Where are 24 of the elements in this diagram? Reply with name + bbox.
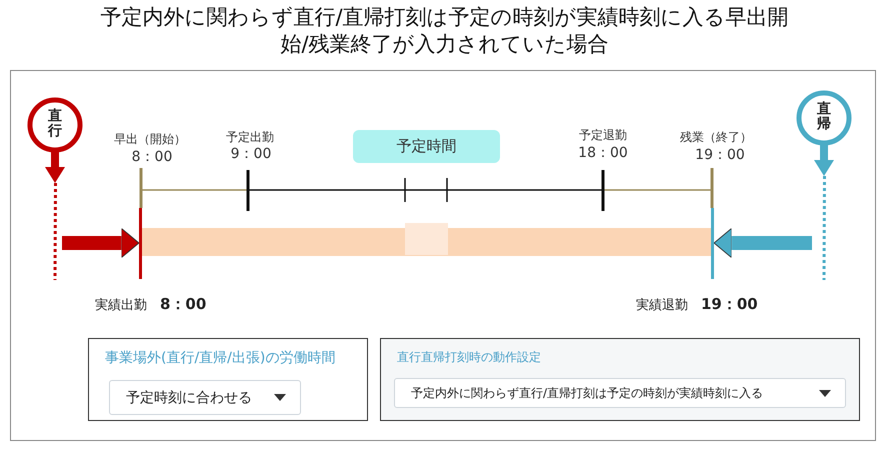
settings-panel [380,338,860,421]
time-label: 予定退勤 [579,129,627,142]
time-label: 18：00 [578,146,628,162]
settings-panel [88,338,368,421]
time-label: 19：00 [695,148,745,164]
block-arrow [714,228,812,258]
panel-heading: 事業場外(直行/直帰/出張)の労働時間 [105,349,336,367]
diagram-title: 予定内外に関わらず直行/直帰打刻は予定の時刻が実績時刻に入る早出開始/残業終了が入力されていた場合 [100,4,789,58]
select-field: 予定内外に関わらず直行/直帰打刻は予定の時刻が実績時刻に入る [394,378,846,408]
schedule-tag: 予定時間 [353,130,500,163]
dotted-line [54,182,57,280]
time-marker-line [711,208,714,279]
time-label: 残業（終了） [680,131,752,144]
panel-heading: 直行直帰打刻時の動作設定 [397,349,541,366]
select-field: 予定時刻に合わせる [109,380,301,415]
time-label: 9：00 [230,147,272,162]
time-label: 予定出勤 [226,131,274,144]
actual-time-text: 実績退勤 19：00 [636,295,758,314]
dotted-line [822,176,826,280]
actual-time-text: 実績出勤 8：00 [95,295,206,314]
time-label: 8：00 [132,150,172,166]
block-arrow [62,228,140,258]
time-marker-line [139,208,142,279]
time-label: 早出（開始） [114,133,186,146]
